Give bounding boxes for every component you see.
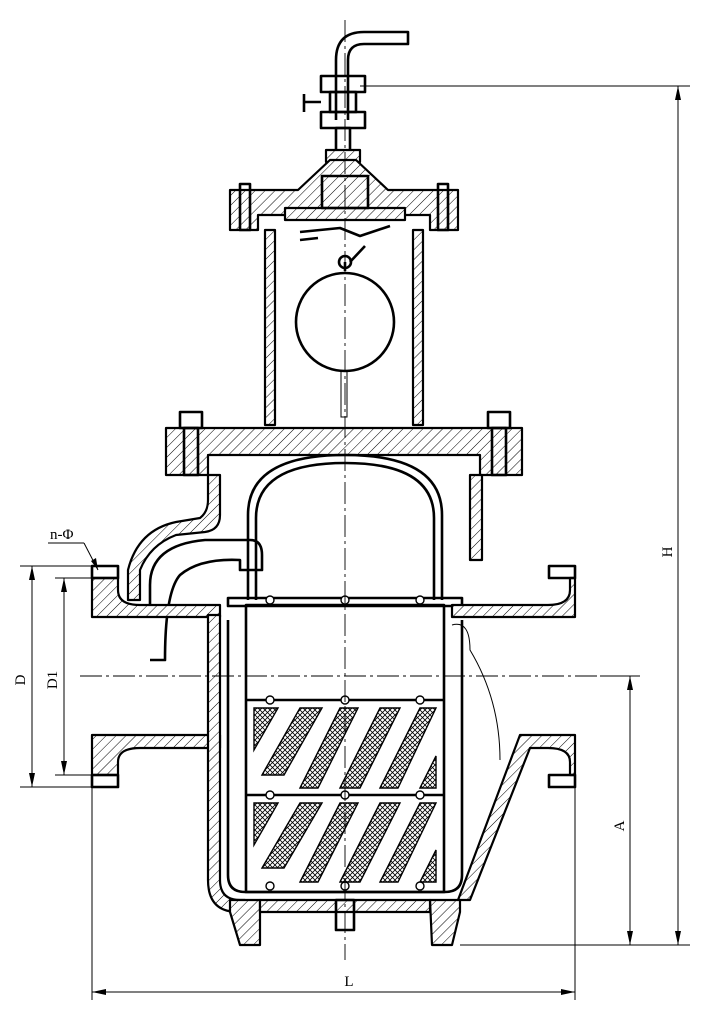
label-a: A — [612, 820, 628, 831]
middle-flange — [164, 410, 524, 477]
label-h: H — [660, 546, 676, 557]
label-l: L — [344, 974, 353, 990]
label-d: D — [13, 674, 29, 685]
label-d1: D1 — [45, 671, 61, 689]
valve-body — [90, 473, 577, 947]
float-chamber — [263, 228, 425, 427]
label-n-phi: n-Φ — [50, 527, 73, 543]
dimensions — [20, 85, 690, 1000]
top-vent-pipe — [302, 30, 410, 164]
centerlines — [80, 20, 600, 960]
upper-cover — [228, 158, 460, 270]
filter-basket — [244, 595, 446, 894]
